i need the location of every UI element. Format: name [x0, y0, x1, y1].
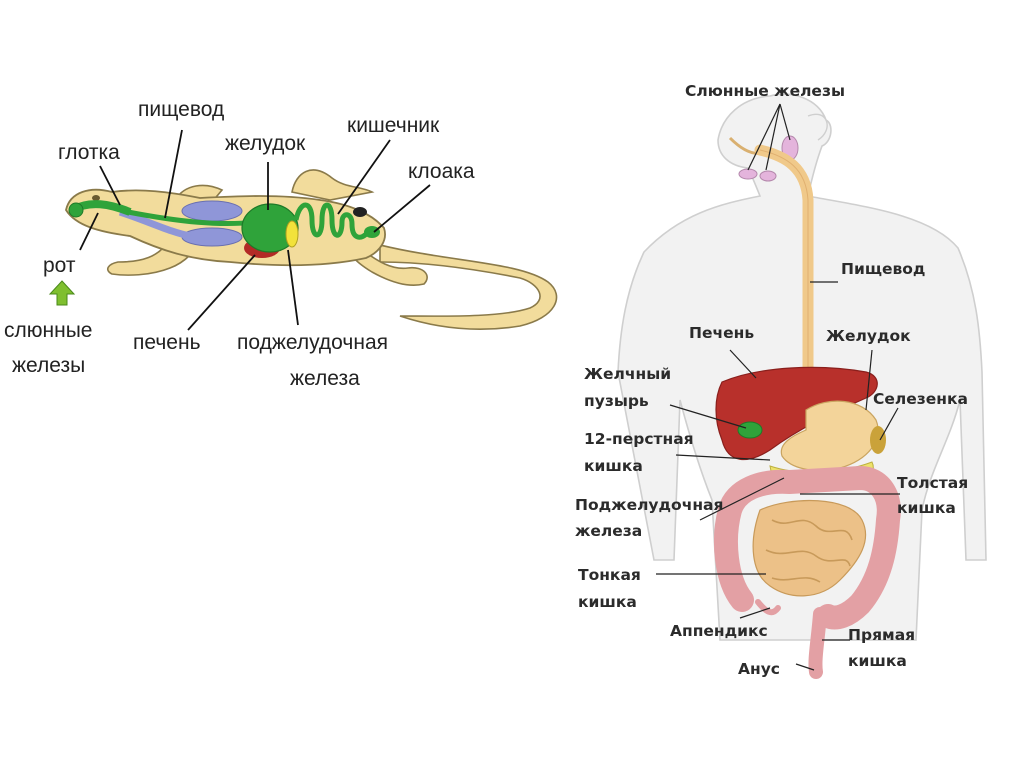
human-label-colon-2: кишка [897, 499, 956, 517]
leader-intestine [337, 139, 391, 215]
leader-h-gallbladder [669, 404, 747, 429]
leader-h-stomach [865, 349, 873, 411]
lizard-kidney [353, 207, 367, 217]
lizard-eye [92, 195, 100, 201]
leader-pharynx [99, 165, 121, 206]
lizard-label-stomach: желудок [225, 132, 306, 155]
leader-h-liver [729, 349, 757, 379]
human-gallbladder [737, 421, 763, 439]
human-label-esophagus: Пищевод [841, 260, 926, 278]
salivary-arrow-icon [48, 280, 76, 306]
human-label-liver: Печень [689, 324, 755, 342]
lizard-intestine [293, 202, 370, 240]
lizard-tail [379, 243, 558, 331]
human-label-rectum-2: кишка [848, 652, 907, 670]
leader-h-pancreas [699, 477, 785, 521]
human-label-appendix: Аппендикс [670, 622, 768, 640]
human-label-rectum-1: Прямая [848, 626, 916, 644]
human-label-salivary: Слюнные железы [685, 82, 845, 100]
human-label-small-intestine-2: кишка [578, 593, 637, 611]
lizard-label-intestine: кишечник [347, 114, 440, 137]
human-label-stomach: Желудок [826, 327, 911, 345]
human-label-anus: Анус [738, 660, 780, 678]
lizard-cloaca [364, 226, 380, 238]
human-label-gallbladder-2: пузырь [584, 392, 649, 410]
human-appendix [755, 599, 781, 616]
lizard-stomach [241, 203, 299, 253]
lizard-label-mouth: рот [43, 254, 76, 277]
leader-h-salivary-3 [779, 103, 791, 141]
leader-h-anus [795, 663, 815, 671]
lizard-label-salivary-1: слюнные [4, 319, 93, 342]
leader-h-salivary-2 [765, 103, 781, 171]
leader-h-appendix [739, 607, 771, 619]
human-label-duodenum-2: кишка [584, 457, 643, 475]
leader-esophagus [164, 129, 183, 219]
human-salivary-gland-sub-1 [738, 168, 758, 180]
lizard-label-pancreas-1: поджелудочная [237, 331, 388, 354]
lizard-body [65, 188, 386, 267]
leader-mouth [79, 212, 99, 251]
leader-h-salivary-1 [747, 103, 781, 171]
human-esophagus-edge [759, 149, 809, 420]
lizard-label-liver: печень [133, 331, 201, 354]
human-small-intestine-folds [765, 519, 853, 583]
lizard-mouth-circle [68, 202, 84, 218]
lizard-label-salivary-2: железы [12, 354, 86, 377]
lizard-label-cloaca: клоака [408, 160, 475, 183]
leader-h-spleen [879, 407, 899, 441]
human-salivary-gland-sub-2 [759, 170, 777, 182]
human-label-pancreas-1: Поджелудочная [575, 496, 724, 514]
lizard-label-pharynx: глотка [58, 141, 120, 164]
human-rectum [808, 607, 827, 679]
human-label-spleen: Селезенка [873, 390, 968, 408]
human-spleen [870, 426, 886, 454]
human-label-colon-1: Толстая [897, 474, 969, 492]
leader-pancreas [287, 249, 299, 326]
leader-cloaca [373, 184, 431, 233]
human-label-gallbladder-1: Желчный [584, 365, 672, 383]
lizard-label-pancreas-2: железа [290, 367, 360, 390]
lizard-pancreas [285, 220, 299, 248]
leader-liver [187, 254, 256, 331]
human-label-pancreas-2: железа [575, 522, 643, 540]
human-small-intestine [752, 499, 867, 597]
human-label-small-intestine-1: Тонкая [578, 566, 641, 584]
human-label-duodenum-1: 12-перстная [584, 430, 694, 448]
lizard-label-esophagus: пищевод [138, 98, 225, 121]
human-ear [807, 113, 828, 141]
human-large-intestine [714, 465, 901, 630]
leader-h-duodenum [675, 454, 771, 461]
